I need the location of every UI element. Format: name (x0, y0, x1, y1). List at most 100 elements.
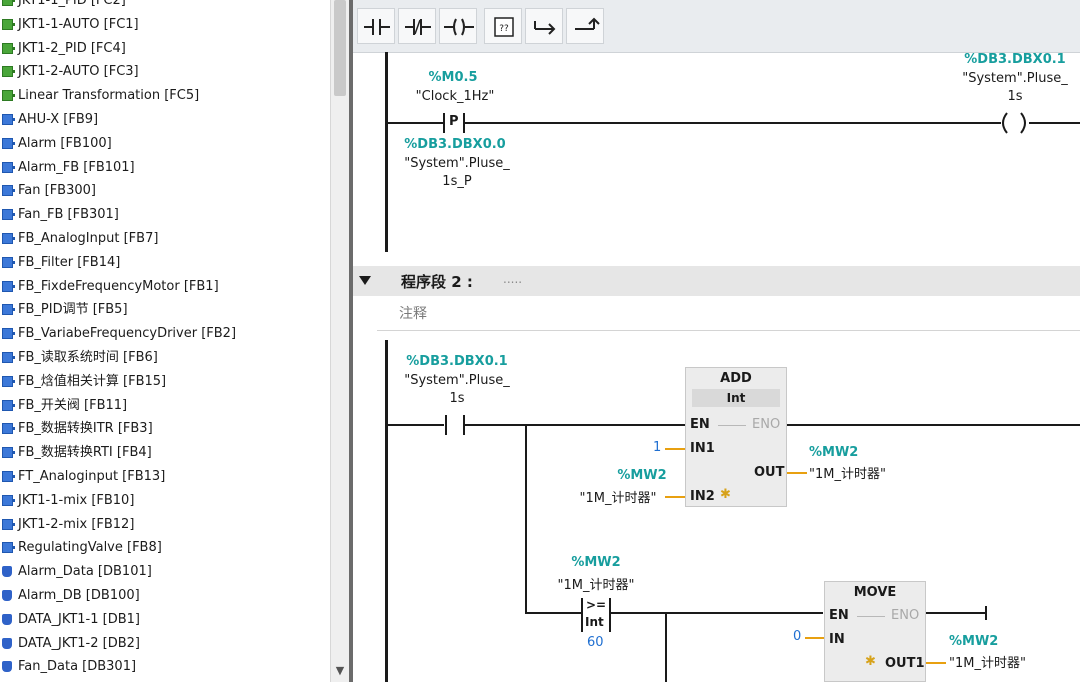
tree-item-label: JKT1-1-AUTO [FC1] (18, 16, 139, 32)
fb-icon (2, 423, 15, 435)
compare-address: %MW2 (571, 555, 621, 570)
empty-box-icon: ?? (494, 17, 514, 37)
fb-icon (2, 352, 15, 363)
collapse-triangle-icon[interactable] (359, 276, 371, 286)
fc-icon (2, 66, 15, 78)
power-rail-network2 (385, 340, 388, 682)
output-coil[interactable] (999, 110, 1080, 136)
fb-icon (2, 185, 15, 197)
fb-icon (2, 280, 15, 292)
add-en-pin: EN (690, 417, 710, 432)
compare-type[interactable]: Int (585, 615, 604, 629)
move-box[interactable]: MOVE EN ENO IN ✱ OUT1 (824, 581, 926, 682)
fb-icon (2, 375, 15, 387)
open-branch-icon (534, 21, 556, 35)
network2-comment-field[interactable]: 注释 (377, 298, 1080, 331)
in2-connector (665, 496, 685, 498)
wire-segment (926, 612, 986, 614)
in1-constant[interactable]: 1 (653, 440, 662, 455)
edge-memory-address: %DB3.DBX0.0 (404, 137, 506, 152)
fb-icon (2, 447, 15, 459)
tree-item-label: FB_AnalogInput [FB7] (18, 231, 159, 246)
pane-splitter[interactable] (349, 0, 353, 682)
fb-icon (2, 304, 15, 316)
tree-item-label: FB_Filter [FB14] (18, 254, 121, 270)
scroll-down-arrow-icon[interactable]: ▼ (335, 664, 345, 677)
in2-tag[interactable]: "1M_计时器" (579, 491, 657, 506)
compare-right-bar[interactable] (609, 598, 611, 632)
fc-icon (2, 0, 15, 6)
add-in2-pin: IN2 (690, 489, 715, 504)
wire-segment (525, 612, 581, 614)
close-branch-button[interactable] (566, 8, 604, 44)
fb-icon (2, 494, 15, 506)
branch-wire (525, 424, 527, 614)
move-en-pin: EN (829, 608, 849, 623)
out-address: %MW2 (809, 445, 859, 460)
contact2-address: %DB3.DBX0.1 (406, 354, 508, 369)
tree-item-label: DATA_JKT1-1 [DB1] (18, 611, 140, 627)
compare-tag[interactable]: "1M_计时器" (557, 578, 635, 593)
insert-empty-box-button[interactable]: ?? (484, 8, 522, 44)
wire-segment (787, 424, 1080, 426)
tree-item-label: AHU-X [FB9] (18, 112, 99, 127)
tree-item-label: FB_VariabeFrequencyDriver [FB2] (18, 326, 237, 342)
wire-segment (465, 122, 1001, 124)
contact2-tag: "System".Pluse_ (404, 373, 510, 388)
out-tag[interactable]: "1M_计时器" (809, 467, 886, 482)
tree-item-label: DATA_JKT1-2 [DB2] (18, 635, 140, 651)
insert-nc-contact-button[interactable] (398, 8, 436, 44)
fc-icon (2, 18, 15, 30)
tree-item-label: JKT1-1_PID [FC2] (18, 0, 126, 8)
compare-value[interactable]: 60 (587, 635, 604, 650)
fb-icon (2, 256, 15, 268)
contact-tag: "Clock_1Hz" (415, 89, 495, 104)
network2-header[interactable]: 程序段 2 : ..... (353, 266, 1080, 296)
en-eno-line (857, 616, 885, 617)
tree-item-label: Fan_Data [DB301] (18, 659, 137, 675)
tree-item-label: FB_PID调节 [FB5] (18, 302, 128, 318)
add-input-star-icon[interactable]: ✱ (720, 487, 731, 502)
move-out-connector (926, 662, 946, 664)
coil-tag-line2: 1s (1007, 89, 1023, 104)
move-output-star-icon[interactable]: ✱ (865, 654, 876, 669)
contact2-tag-line2: 1s (449, 391, 465, 406)
open-branch-button[interactable] (525, 8, 563, 44)
db-icon (2, 637, 12, 649)
move-out-pin: OUT1 (885, 656, 925, 671)
db-icon (2, 613, 12, 625)
insert-coil-button[interactable] (439, 8, 477, 44)
network2-title-placeholder[interactable]: ..... (503, 272, 523, 286)
move-in-constant[interactable]: 0 (793, 629, 802, 644)
tree-item-label: Alarm_Data [DB101] (18, 564, 152, 580)
tree-item-label: FB_数据转换ITR [FB3] (18, 421, 153, 437)
move-box-title: MOVE (853, 585, 897, 600)
normally-closed-contact-icon (405, 19, 431, 35)
move-out-tag[interactable]: "1M_计时器" (949, 656, 1026, 671)
wire-segment (465, 424, 685, 426)
p-contact-right-bar[interactable] (463, 113, 465, 133)
ladder-toolbar: ?? (353, 0, 1080, 53)
add-out-pin: OUT (754, 465, 785, 480)
p-contact-label[interactable]: P (449, 114, 459, 129)
no-contact-right-bar[interactable] (463, 415, 465, 435)
tree-scroll-thumb[interactable] (334, 0, 346, 96)
fb-icon (2, 542, 15, 554)
en-eno-line (718, 425, 746, 426)
tree-item-label: JKT1-2-mix [FB12] (18, 516, 135, 532)
no-contact-left-bar[interactable] (445, 415, 447, 435)
tree-item-label: FB_焓值相关计算 [FB15] (18, 373, 167, 389)
p-contact-left-bar[interactable] (443, 113, 445, 133)
tree-item-label: Alarm_DB [DB100] (18, 588, 140, 603)
fb-icon (2, 137, 15, 149)
tree-item-label: Alarm_FB [FB101] (18, 159, 135, 175)
add-box[interactable]: ADD Int EN ENO IN1 OUT IN2 ✱ (685, 367, 787, 507)
fb-icon (2, 161, 15, 173)
add-box-type[interactable]: Int (692, 389, 780, 407)
tree-item-label: JKT1-1-mix [FB10] (18, 492, 135, 508)
fb-icon (2, 328, 15, 340)
compare-left-bar[interactable] (581, 598, 583, 632)
tree-scrollbar[interactable]: ▼ (330, 0, 349, 682)
insert-no-contact-button[interactable] (357, 8, 395, 44)
wire-end-mark (985, 606, 987, 620)
